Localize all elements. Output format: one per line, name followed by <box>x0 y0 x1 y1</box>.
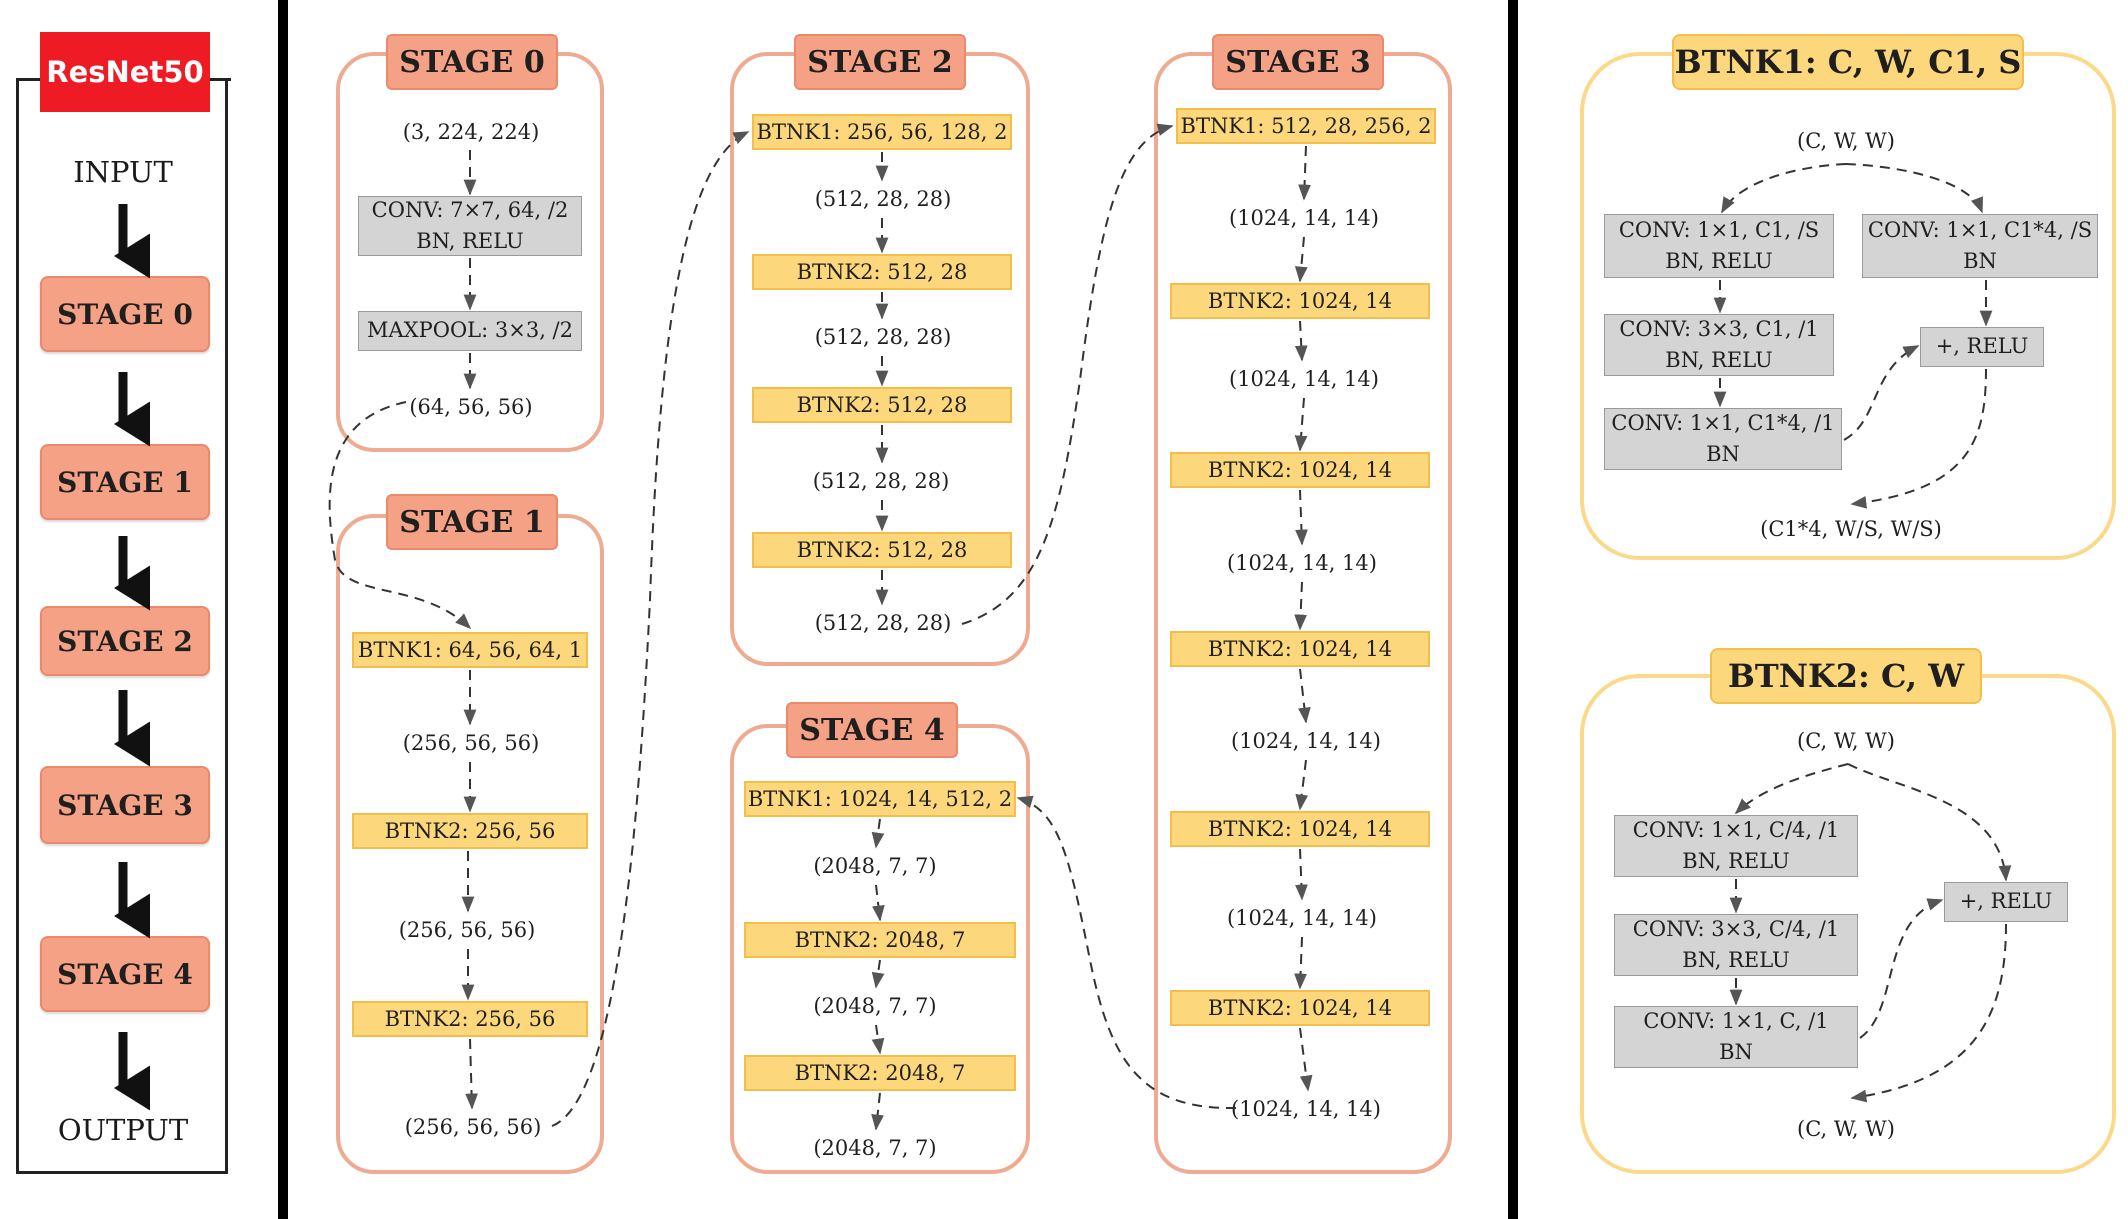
btnk2-conv-b-line2: BN, RELU <box>1682 948 1790 972</box>
stage4-shape-1: (2048, 7, 7) <box>813 854 937 878</box>
stage1-shape-1: (256, 56, 56) <box>402 731 540 755</box>
btnk1-conv-a: CONV: 1×1, C1, /S BN, RELU <box>1604 214 1834 278</box>
btnk2-conv-a-line2: BN, RELU <box>1682 849 1790 873</box>
stage0-shape-out: (64, 56, 56) <box>409 395 533 419</box>
overview-stage-4: STAGE 4 <box>40 936 210 1012</box>
stage1-block-2: BTNK2: 256, 56 <box>352 813 588 849</box>
btnk2-shape-in: (C, W, W) <box>1797 729 1895 753</box>
divider-left <box>278 0 288 1219</box>
btnk2-shape-out: (C, W, W) <box>1797 1117 1895 1141</box>
btnk1-conv-b-line2: BN, RELU <box>1665 348 1773 372</box>
btnk1-shortcut-line2: BN <box>1963 249 1997 273</box>
stage4-block-3: BTNK2: 2048, 7 <box>744 1055 1016 1091</box>
stage0-conv-block: CONV: 7×7, 64, /2 BN, RELU <box>358 196 582 256</box>
btnk2-conv-b-line1: CONV: 3×3, C/4, /1 <box>1632 916 1840 941</box>
stage1-block-3: BTNK2: 256, 56 <box>352 1001 588 1037</box>
stage0-conv-line2: BN, RELU <box>416 229 524 253</box>
stage3-shape-1: (1024, 14, 14) <box>1229 206 1379 230</box>
dashed-connectors <box>328 123 2012 1131</box>
btnk2-conv-a: CONV: 1×1, C/4, /1 BN, RELU <box>1614 815 1858 877</box>
btnk1-conv-c-line1: CONV: 1×1, C1*4, /1 <box>1611 410 1835 435</box>
btnk2-title: BTNK2: C, W <box>1710 648 1982 704</box>
stage2-block-1: BTNK1: 256, 56, 128, 2 <box>752 114 1012 150</box>
stage3-title: STAGE 3 <box>1212 34 1384 90</box>
stage2-shape-3: (512, 28, 28) <box>812 469 950 493</box>
stage0-shape-in: (3, 224, 224) <box>402 120 540 144</box>
stage2-shape-2: (512, 28, 28) <box>814 325 952 349</box>
stage3-shape-5: (1024, 14, 14) <box>1227 906 1377 930</box>
stage2-title: STAGE 2 <box>794 34 966 90</box>
stage2-block-3: BTNK2: 512, 28 <box>752 387 1012 423</box>
stage3-shape-6: (1024, 14, 14) <box>1231 1097 1381 1121</box>
stage3-block-3: BTNK2: 1024, 14 <box>1170 452 1430 488</box>
stage1-title: STAGE 1 <box>386 494 558 550</box>
btnk1-conv-a-line2: BN, RELU <box>1665 249 1773 273</box>
stage2-shape-1: (512, 28, 28) <box>814 187 952 211</box>
stage1-block-1: BTNK1: 64, 56, 64, 1 <box>352 632 588 668</box>
btnk1-add-relu: +, RELU <box>1920 327 2044 367</box>
btnk2-conv-c-line1: CONV: 1×1, C, /1 <box>1643 1008 1829 1033</box>
overview-input-label: INPUT <box>73 155 173 189</box>
stage4-title: STAGE 4 <box>786 702 958 758</box>
btnk1-shape-in: (C, W, W) <box>1797 129 1895 153</box>
stage2-block-4: BTNK2: 512, 28 <box>752 532 1012 568</box>
btnk2-conv-c: CONV: 1×1, C, /1 BN <box>1614 1006 1858 1068</box>
stage0-conv-line1: CONV: 7×7, 64, /2 <box>371 197 569 222</box>
overview-frame <box>16 78 228 1174</box>
overview-output-label: OUTPUT <box>57 1113 189 1147</box>
btnk2-conv-b: CONV: 3×3, C/4, /1 BN, RELU <box>1614 914 1858 976</box>
overview-title: ResNet50 <box>40 32 210 112</box>
stage1-shape-3: (256, 56, 56) <box>404 1115 542 1139</box>
overview-stage-3: STAGE 3 <box>40 766 210 844</box>
btnk1-shape-out: (C1*4, W/S, W/S) <box>1760 517 1942 541</box>
overview-stage-0: STAGE 0 <box>40 276 210 352</box>
overview-stage-2: STAGE 2 <box>40 606 210 676</box>
btnk2-add-relu: +, RELU <box>1944 882 2068 922</box>
overview-frame-top-left <box>16 78 42 81</box>
stage3-shape-2: (1024, 14, 14) <box>1229 367 1379 391</box>
btnk2-conv-c-line2: BN <box>1719 1040 1753 1064</box>
btnk1-conv-c-line2: BN <box>1706 442 1740 466</box>
stage0-title: STAGE 0 <box>386 34 558 90</box>
stage4-block-2: BTNK2: 2048, 7 <box>744 922 1016 958</box>
btnk1-shortcut-line1: CONV: 1×1, C1*4, /S <box>1867 217 2093 242</box>
btnk1-conv-c: CONV: 1×1, C1*4, /1 BN <box>1604 408 1842 470</box>
btnk1-shortcut-conv: CONV: 1×1, C1*4, /S BN <box>1862 214 2098 278</box>
stage2-block-2: BTNK2: 512, 28 <box>752 254 1012 290</box>
btnk1-panel <box>1580 52 2116 560</box>
stage1-shape-2: (256, 56, 56) <box>398 918 536 942</box>
stage0-maxpool-block: MAXPOOL: 3×3, /2 <box>358 311 582 351</box>
divider-right <box>1508 0 1518 1219</box>
stage3-block-2: BTNK2: 1024, 14 <box>1170 283 1430 319</box>
btnk1-conv-a-line1: CONV: 1×1, C1, /S <box>1618 217 1820 242</box>
btnk2-conv-a-line1: CONV: 1×1, C/4, /1 <box>1632 817 1840 842</box>
stage4-block-1: BTNK1: 1024, 14, 512, 2 <box>744 781 1016 817</box>
stage4-shape-2: (2048, 7, 7) <box>813 994 937 1018</box>
btnk1-conv-b-line1: CONV: 3×3, C1, /1 <box>1619 316 1819 341</box>
stage3-block-6: BTNK2: 1024, 14 <box>1170 990 1430 1026</box>
stage4-shape-3: (2048, 7, 7) <box>813 1136 937 1160</box>
stage3-block-5: BTNK2: 1024, 14 <box>1170 811 1430 847</box>
btnk1-conv-b: CONV: 3×3, C1, /1 BN, RELU <box>1604 314 1834 376</box>
stage2-shape-4: (512, 28, 28) <box>814 611 952 635</box>
stage3-block-4: BTNK2: 1024, 14 <box>1170 631 1430 667</box>
btnk1-title: BTNK1: C, W, C1, S <box>1672 34 2024 90</box>
stage3-shape-3: (1024, 14, 14) <box>1227 551 1377 575</box>
stage3-shape-4: (1024, 14, 14) <box>1231 729 1381 753</box>
stage3-block-1: BTNK1: 512, 28, 256, 2 <box>1176 108 1436 144</box>
overview-frame-top-right <box>204 78 231 81</box>
